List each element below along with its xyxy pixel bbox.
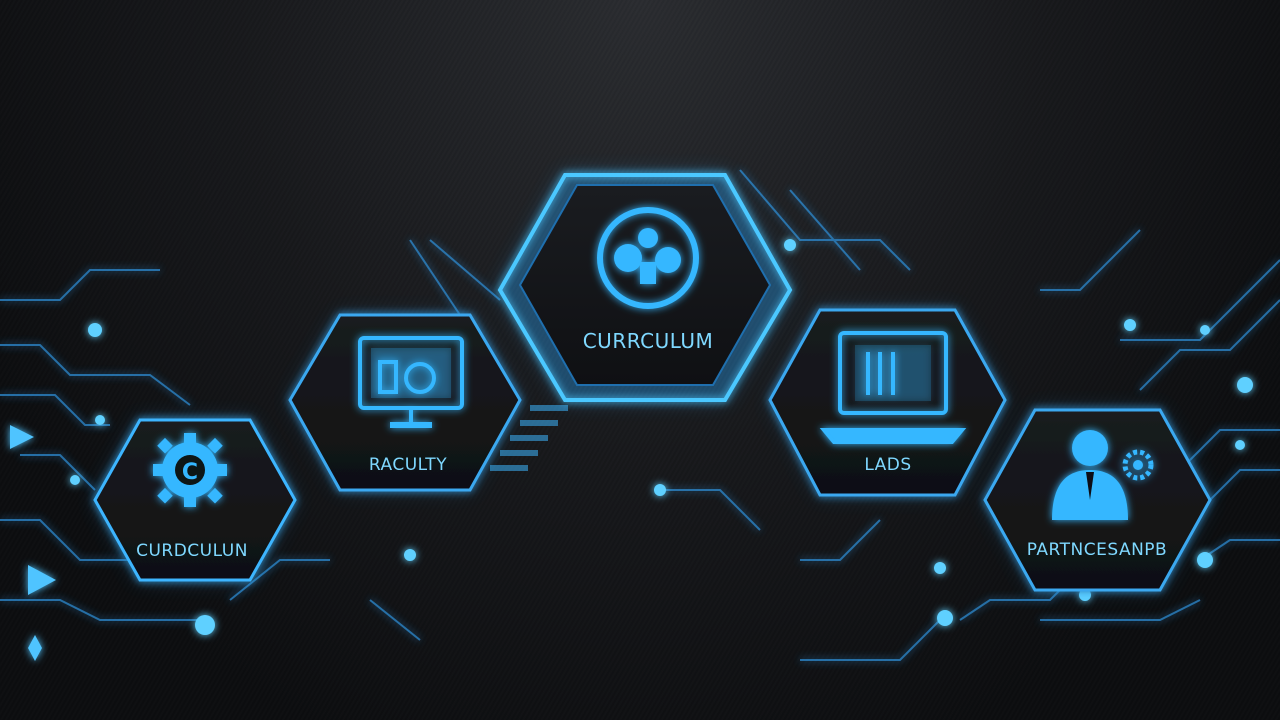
play-arrow-icon <box>28 565 56 595</box>
circuit-node <box>404 549 416 561</box>
circuit-node <box>784 239 796 251</box>
circuit-traces <box>0 169 1280 661</box>
circuit-node <box>70 475 80 485</box>
tile-curriculum-left-label: CURDCULUN <box>136 541 248 561</box>
circuit-node <box>95 415 105 425</box>
person-gear-icon <box>1052 430 1154 520</box>
circuit-node <box>937 610 953 626</box>
tile-labs[interactable]: LADS <box>768 308 1007 497</box>
tile-partnerships-label: PARTNCESANPB <box>1027 540 1167 560</box>
tile-curriculum-center-label: CURRCULUM <box>583 329 714 353</box>
circuit-node <box>1197 552 1213 568</box>
tile-partnerships[interactable]: PARTNCESANPB <box>983 408 1212 592</box>
svg-text:C: C <box>182 460 198 485</box>
dashed-connectors <box>490 405 568 471</box>
tile-faculty-label: RACULTY <box>369 455 447 475</box>
circuit-node <box>1079 589 1091 601</box>
microscope-circle-icon <box>597 207 699 309</box>
tile-curriculum-center[interactable]: CURRCULUM <box>497 173 793 402</box>
circuit-node <box>88 323 102 337</box>
diamond-icon <box>28 635 42 661</box>
circuit-nodes <box>70 239 1253 635</box>
monitor-icon <box>358 336 464 428</box>
tile-labs-label: LADS <box>864 455 911 475</box>
circuit-node <box>1200 325 1210 335</box>
circuit-node <box>1235 440 1245 450</box>
circuit-node <box>1237 377 1253 393</box>
gear-icon: C <box>153 433 227 507</box>
play-arrow-icon <box>10 425 34 449</box>
circuit-node <box>195 615 215 635</box>
laptop-icon <box>819 331 967 444</box>
arrow-icons <box>10 425 56 661</box>
circuit-node <box>1124 319 1136 331</box>
circuit-node <box>654 484 666 496</box>
tile-curriculum-left[interactable]: C CURDCULUN <box>93 418 297 582</box>
tile-faculty[interactable]: RACULTY <box>288 313 522 492</box>
circuit-node <box>934 562 946 574</box>
